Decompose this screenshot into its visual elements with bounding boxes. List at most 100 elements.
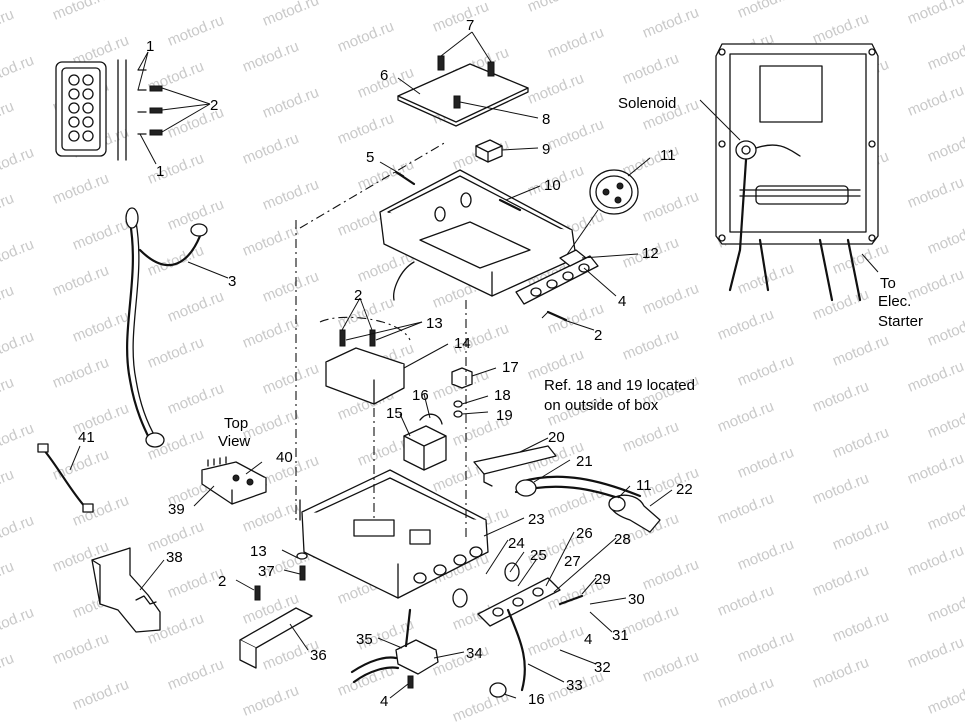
watermark-text: motod.ru bbox=[165, 380, 226, 418]
watermark-text: motod.ru bbox=[545, 24, 606, 62]
watermark-text: motod.ru bbox=[240, 222, 301, 260]
watermark-text: motod.ru bbox=[0, 420, 36, 458]
watermark-text: motod.ru bbox=[925, 220, 965, 258]
watermark-text: motod.ru bbox=[830, 424, 891, 462]
watermark-text: motod.ru bbox=[810, 10, 871, 48]
watermark-text: motod.ru bbox=[0, 6, 16, 44]
callout-13b: 13 bbox=[250, 543, 267, 560]
watermark-text: motod.ru bbox=[905, 542, 965, 580]
watermark-text: motod.ru bbox=[830, 516, 891, 554]
callout-13a: 13 bbox=[426, 315, 443, 332]
watermark-text: motod.ru bbox=[70, 492, 131, 530]
watermark-text: motod.ru bbox=[525, 70, 586, 108]
watermark-text: motod.ru bbox=[50, 446, 111, 484]
watermark-text: motod.ru bbox=[715, 490, 776, 528]
watermark-text: motod.ru bbox=[145, 334, 206, 372]
callout-22: 22 bbox=[676, 481, 693, 498]
callout-20: 20 bbox=[548, 429, 565, 446]
watermark-text: motod.ru bbox=[640, 556, 701, 594]
watermark-text: motod.ru bbox=[70, 676, 131, 714]
watermark-text: motod.ru bbox=[735, 444, 796, 482]
watermark-text: motod.ru bbox=[925, 312, 965, 350]
harness-plug bbox=[473, 445, 642, 508]
watermark-text: motod.ru bbox=[620, 418, 681, 456]
indicator-lamp bbox=[489, 682, 507, 698]
callout-19: 19 bbox=[496, 407, 513, 424]
callout-11b: 11 bbox=[636, 477, 652, 494]
watermark-text: motod.ru bbox=[905, 174, 965, 212]
callout-24: 24 bbox=[508, 535, 525, 552]
watermark-text: motod.ru bbox=[905, 0, 965, 28]
callout-28: 28 bbox=[614, 531, 631, 548]
leader-lines bbox=[69, 31, 879, 699]
watermark-text: motod.ru bbox=[240, 38, 301, 76]
callout-4c: 4 bbox=[380, 693, 388, 710]
watermark-text: motod.ru bbox=[0, 144, 36, 182]
watermark-text: motod.ru bbox=[905, 634, 965, 672]
callout-37: 37 bbox=[258, 563, 275, 580]
watermark-text: motod.ru bbox=[925, 496, 965, 534]
watermark-text: motod.ru bbox=[640, 4, 701, 42]
mounting-bracket bbox=[91, 547, 161, 633]
watermark-text: motod.ru bbox=[905, 450, 965, 488]
watermark-text: motod.ru bbox=[715, 582, 776, 620]
callout-2b: 2 bbox=[354, 287, 362, 304]
callout-4b: 4 bbox=[584, 631, 592, 648]
callout-30: 30 bbox=[628, 591, 645, 608]
watermark-text: motod.ru bbox=[50, 262, 111, 300]
callout-25: 25 bbox=[530, 547, 547, 564]
watermark-text: motod.ru bbox=[0, 52, 36, 90]
connector-end-view bbox=[565, 169, 639, 257]
callout-18: 18 bbox=[494, 387, 511, 404]
callout-16a: 16 bbox=[412, 387, 429, 404]
watermark-text: motod.ru bbox=[240, 130, 301, 168]
to-elec-starter-line3: Starter bbox=[878, 313, 923, 330]
watermark-text: motod.ru bbox=[905, 358, 965, 396]
watermark-text: motod.ru bbox=[830, 240, 891, 278]
watermark-text: motod.ru bbox=[735, 352, 796, 390]
electrical-box bbox=[299, 469, 489, 599]
callout-35: 35 bbox=[356, 631, 373, 648]
callout-41: 41 bbox=[78, 429, 95, 446]
callout-39: 39 bbox=[168, 501, 185, 518]
watermark-text: motod.ru bbox=[925, 36, 965, 74]
watermark-text: motod.ru bbox=[240, 498, 301, 536]
callout-17: 17 bbox=[502, 359, 519, 376]
callout-32: 32 bbox=[594, 659, 611, 676]
callout-38: 38 bbox=[166, 549, 183, 566]
coil-bracket bbox=[403, 413, 447, 471]
callout-10: 10 bbox=[544, 177, 561, 194]
watermark-text: motod.ru bbox=[260, 360, 321, 398]
top-view-label-line1: Top bbox=[224, 415, 248, 432]
to-elec-starter-line2: Elec. bbox=[878, 293, 911, 310]
watermark-text: motod.ru bbox=[925, 680, 965, 718]
callout-29: 29 bbox=[594, 571, 611, 588]
callout-2d: 2 bbox=[218, 573, 226, 590]
callout-21: 21 bbox=[576, 453, 593, 470]
callout-33: 33 bbox=[566, 677, 583, 694]
watermark-text: motod.ru bbox=[50, 170, 111, 208]
watermark-text: motod.ru bbox=[0, 236, 36, 274]
callout-40: 40 bbox=[276, 449, 293, 466]
watermark-text: motod.ru bbox=[70, 216, 131, 254]
callout-12: 12 bbox=[642, 245, 659, 262]
callout-8: 8 bbox=[542, 111, 550, 128]
callout-1a: 1 bbox=[146, 38, 154, 55]
relay bbox=[475, 139, 503, 163]
watermark-text: motod.ru bbox=[810, 654, 871, 692]
watermark-text: motod.ru bbox=[640, 648, 701, 686]
watermark-text: motod.ru bbox=[905, 266, 965, 304]
watermark-text: motod.ru bbox=[925, 128, 965, 166]
watermark-text: motod.ru bbox=[545, 484, 606, 522]
callout-5: 5 bbox=[366, 149, 374, 166]
callout-3: 3 bbox=[228, 273, 236, 290]
callout-36: 36 bbox=[310, 647, 327, 664]
callout-26: 26 bbox=[576, 525, 593, 542]
watermark-text: motod.ru bbox=[735, 536, 796, 574]
watermark-text: motod.ru bbox=[50, 0, 111, 24]
watermark-text: motod.ru bbox=[260, 84, 321, 122]
callout-4a: 4 bbox=[618, 293, 626, 310]
watermark-text: motod.ru bbox=[0, 190, 16, 228]
